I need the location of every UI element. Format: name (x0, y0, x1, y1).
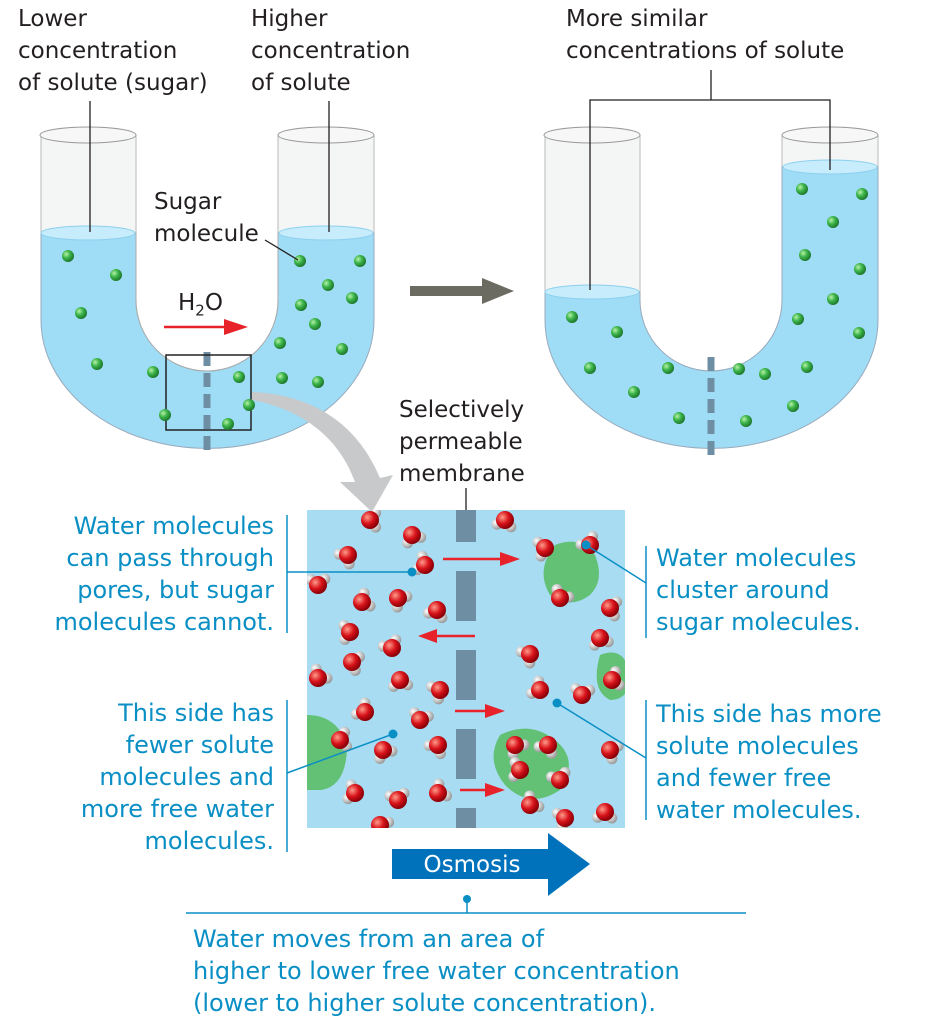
water-molecule (601, 596, 623, 622)
water-molecule (371, 816, 395, 828)
membrane-arrows (418, 552, 520, 797)
water-molecule (409, 707, 434, 729)
water-molecule (551, 584, 575, 607)
label-lower-concentration: Lower concentration of solute (sugar) (18, 6, 208, 96)
water-molecule (508, 756, 529, 783)
h2o-arrow (164, 319, 248, 335)
water-molecule (429, 778, 453, 802)
callout-cluster: Water molecules cluster around sugar mol… (656, 544, 861, 636)
water-after (544, 166, 879, 449)
water-molecule (426, 681, 449, 705)
water-molecule (601, 740, 624, 765)
callout-more-solute: This side has more solute molecules and … (656, 700, 882, 824)
water-molecule (592, 803, 618, 824)
label-membrane: Selectively permeable membrane (399, 397, 525, 487)
water-molecule (411, 550, 434, 576)
water-molecule (603, 666, 625, 691)
molecular-panel (307, 510, 625, 828)
osmosis-label: Osmosis (423, 852, 521, 878)
water-molecule (374, 741, 398, 764)
callout-pass-through: Water molecules can pass through pores, … (54, 512, 274, 636)
water-molecule (361, 510, 382, 533)
water-molecule (333, 546, 357, 570)
water-molecule (546, 767, 571, 789)
zoom-arrow (252, 392, 393, 512)
water-molecule (423, 601, 448, 624)
zoom-box (165, 354, 252, 431)
water-molecule (331, 726, 353, 752)
water-molecule (388, 671, 414, 692)
summary-text: Water moves from an area of higher to lo… (193, 925, 680, 1017)
water-molecule (402, 526, 427, 549)
water-molecule (551, 807, 574, 828)
water-molecule (350, 697, 374, 721)
water-molecule (521, 790, 545, 814)
water-molecule (532, 536, 554, 562)
water-molecule (423, 736, 447, 760)
water-molecule (589, 629, 614, 651)
water-molecule (338, 619, 359, 645)
label-sugar-molecule: Sugar molecule (154, 189, 259, 247)
water-molecule (309, 663, 333, 687)
water-molecule (491, 511, 517, 533)
water-molecule (377, 634, 402, 657)
water-molecule (343, 651, 365, 676)
label-h2o: H2O (178, 290, 223, 320)
osmosis-arrow (392, 833, 590, 896)
water-molecule (353, 587, 376, 612)
sugar-molecules-after (566, 183, 868, 427)
callout-fewer-solute: This side has fewer solute molecules and… (80, 699, 274, 855)
water-molecule (506, 736, 530, 760)
label-higher-concentration: Higher concentration of solute (251, 6, 411, 96)
water-molecule (570, 683, 596, 704)
water-molecules (307, 510, 625, 828)
water-molecule (342, 779, 364, 805)
water-molecule (307, 573, 331, 594)
label-similar-concentrations: More similar concentrations of solute (566, 6, 845, 64)
sugar-molecules-before (62, 250, 366, 430)
water-molecule (515, 645, 539, 669)
u-tube-before (39, 126, 375, 455)
u-tube-after (543, 126, 879, 455)
water-molecule (389, 589, 413, 613)
water-molecule (384, 787, 410, 809)
water-molecule (533, 736, 558, 759)
transition-arrow (410, 278, 514, 304)
callout-lines (186, 515, 746, 914)
water-molecule (526, 675, 549, 699)
